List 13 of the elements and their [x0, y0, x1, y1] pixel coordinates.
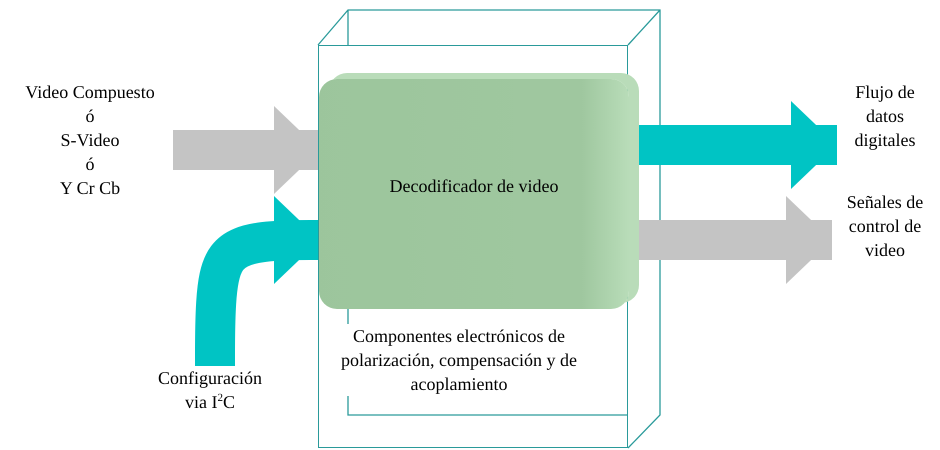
block-caption: Componentes electrónicos de polarización, compensación y de acoplamiento	[341, 324, 577, 396]
decoder-box	[319, 79, 629, 309]
signal-label: Configuración via I$^{2}$C	[157, 367, 263, 414]
signal-label: ó	[84, 105, 96, 128]
transparent-box	[318, 45, 628, 448]
signal-label: S-Video	[60, 129, 120, 152]
block-label: Decodificador de video	[388, 175, 560, 198]
signal-label: ó	[84, 153, 96, 176]
signal-label: Señales de control de video	[846, 191, 924, 262]
signal-label: Video Compuesto	[24, 81, 156, 104]
signal-label: Y Cr Cb	[58, 177, 122, 200]
signal-label: Flujo de datos digitales	[854, 81, 916, 152]
block-arrow	[173, 106, 320, 194]
